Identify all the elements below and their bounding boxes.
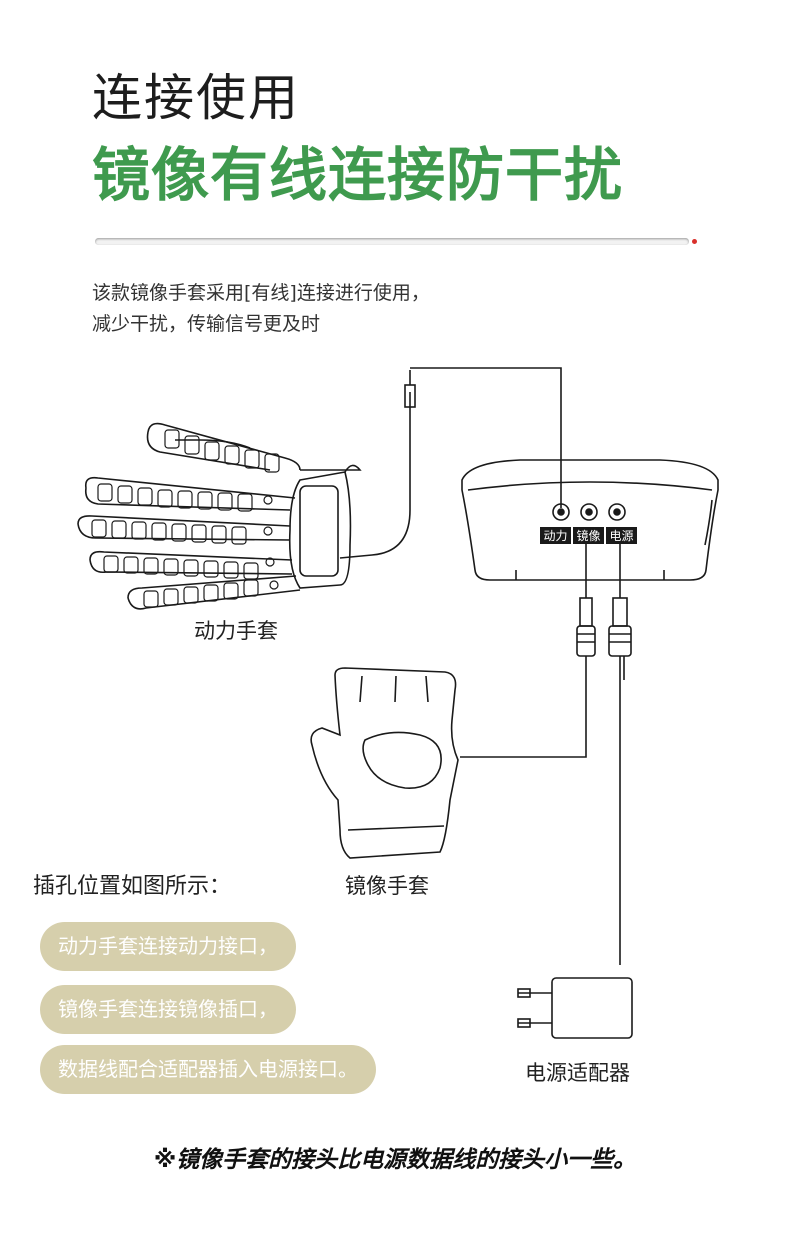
page-subtitle: 镜像有线连接防干扰 [92, 141, 624, 209]
description-line-2: 减少干扰，传输信号更及时 [92, 313, 321, 335]
port-labels: 动力 镜像 电源 [540, 527, 637, 544]
port-label-supply-bg [606, 527, 637, 544]
adapter-label: 电源适配器 [525, 1061, 630, 1085]
description-line-1: 该款镜像手套采用[有线]连接进行使用， [92, 282, 430, 304]
port-label-mirror: 镜像 [576, 528, 600, 543]
divider-dot [692, 239, 697, 244]
power-glove-joints [91, 429, 280, 608]
power-glove-drawing [77, 422, 362, 610]
page-title: 连接使用 [92, 69, 300, 127]
instructions-heading: 插孔位置如图所示： [33, 874, 232, 899]
description: 该款镜像手套采用[有线]连接进行使用， 减少干扰，传输信号更及时 [92, 278, 430, 340]
power-adapter-drawing [517, 977, 633, 1039]
port-label-supply: 电源 [609, 529, 633, 543]
mirror-plug [576, 597, 596, 657]
power-glove-cable [339, 392, 411, 559]
instruction-pill-3: 数据线配合适配器插入电源接口。 [40, 1045, 376, 1094]
port-label-mirror-bg [573, 527, 604, 544]
instruction-pill-2: 镜像手套连接镜像插口， [40, 985, 296, 1034]
supply-plug [608, 597, 632, 657]
power-port-wire [410, 367, 562, 508]
footer-note: ※镜像手套的接头比电源数据线的接头小一些。 [153, 1147, 637, 1173]
port-label-power: 动力 [543, 529, 567, 543]
port-label-power-bg [540, 527, 571, 544]
divider-bar [95, 238, 689, 245]
mirror-glove-label: 镜像手套 [345, 874, 429, 898]
instruction-pill-1: 动力手套连接动力接口， [40, 922, 296, 971]
control-box [461, 459, 719, 581]
mirror-glove-drawing [310, 667, 459, 859]
mirror-glove-cable [460, 656, 587, 758]
power-glove-label: 动力手套 [194, 619, 278, 643]
